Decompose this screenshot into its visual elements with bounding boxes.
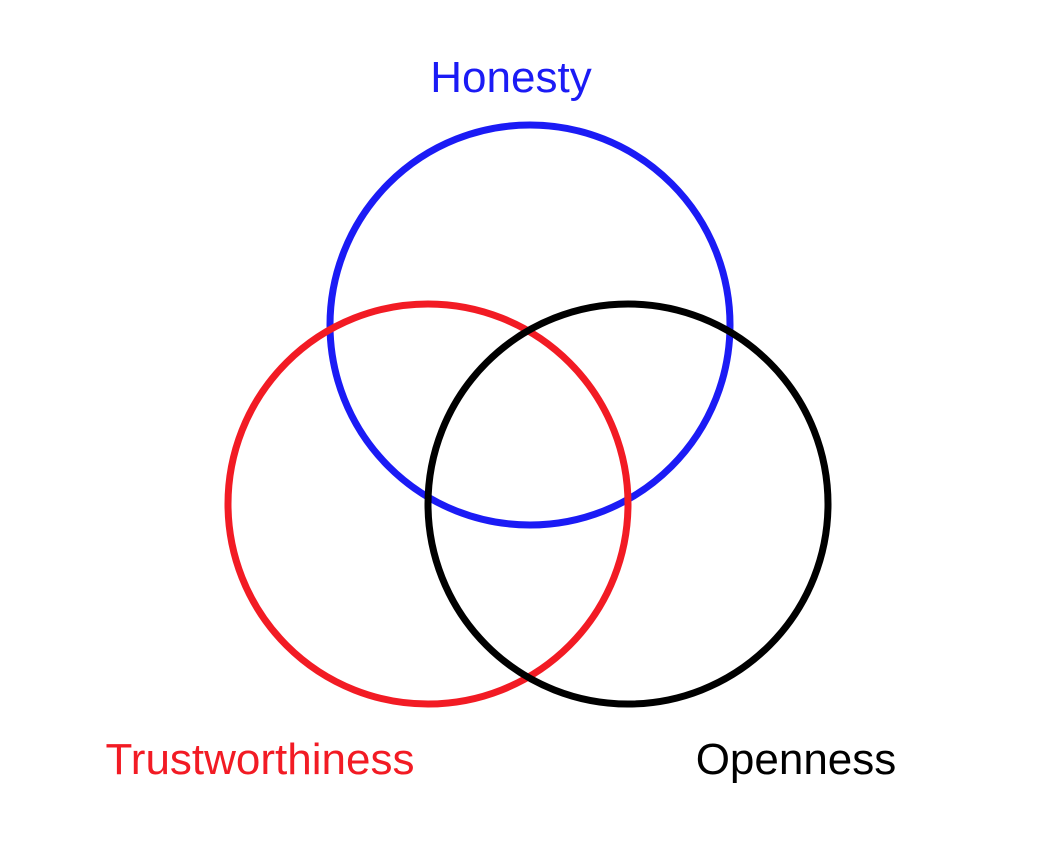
openness-circle — [424, 300, 832, 708]
honesty-label: Honesty — [430, 53, 591, 102]
trustworthiness-label: Trustworthiness — [106, 735, 415, 784]
openness-label: Openness — [696, 735, 897, 784]
trustworthiness-circle — [224, 300, 632, 708]
honesty-circle — [326, 121, 734, 529]
